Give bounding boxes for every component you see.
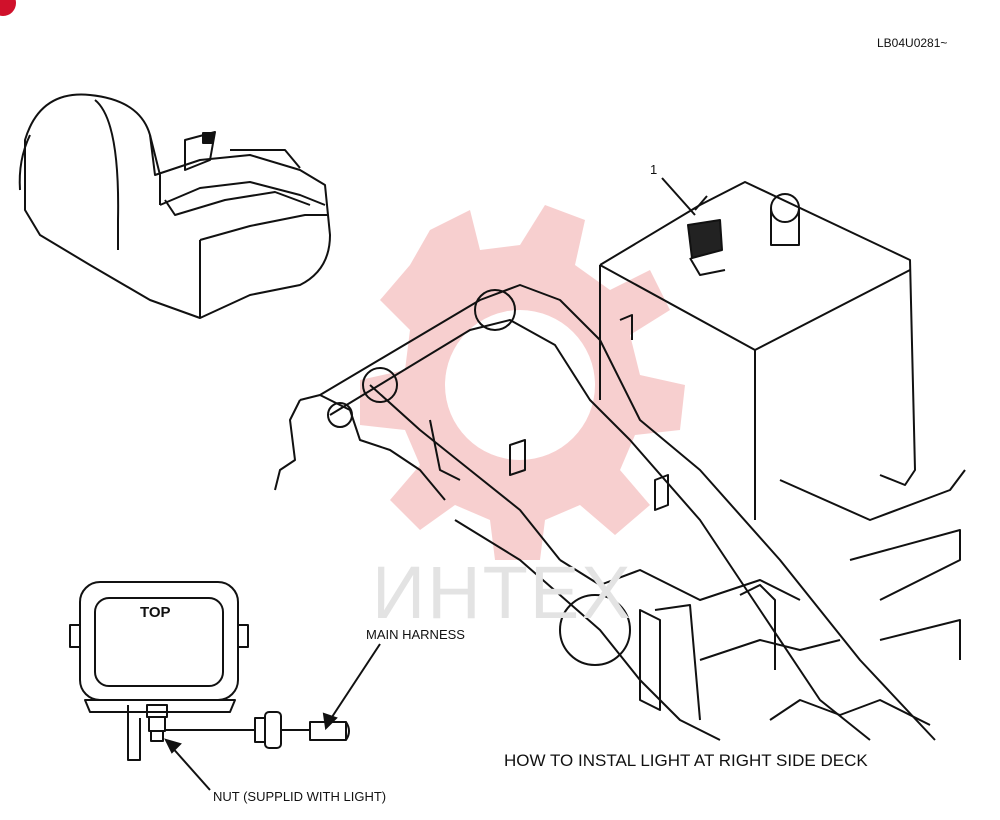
seat-drawing (18, 93, 331, 319)
lamp-top-label: TOP (140, 604, 171, 621)
watermark-gear (360, 205, 685, 560)
nut-label: NUT (SUPPLID WITH LIGHT) (213, 789, 387, 804)
leader-lines (164, 643, 381, 791)
diagram-caption: HOW TO INSTAL LIGHT AT RIGHT SIDE DECK (504, 751, 868, 770)
callout-number: 1 (650, 162, 658, 177)
machine-frame-drawing (274, 177, 966, 741)
main-harness-label: MAIN HARNESS (366, 627, 465, 642)
work-light-detail (69, 581, 350, 761)
watermark-text: ИНТЕХ (372, 551, 633, 634)
drawing-code: LB04U0281~ (877, 36, 948, 50)
corner-mark (0, 0, 16, 16)
